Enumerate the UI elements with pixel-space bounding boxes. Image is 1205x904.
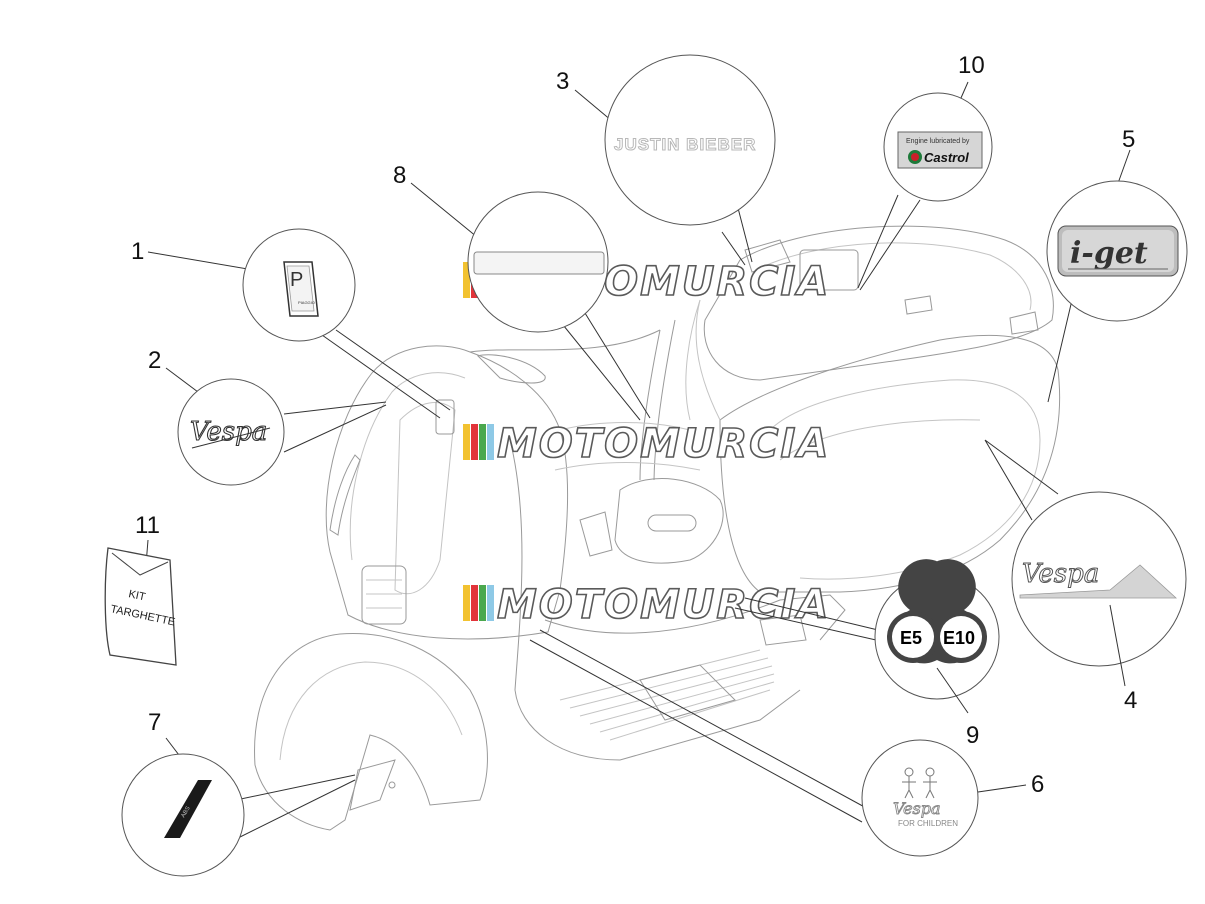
vespa-script-6: Vespa [893, 799, 941, 818]
piaggio-p-icon: P [290, 269, 303, 291]
watermark-text-2: MOTOMURCIA [497, 421, 830, 467]
part-8[interactable]: 8 [393, 162, 651, 421]
part-9[interactable]: E5 E10 9 [734, 559, 1000, 749]
justin-bieber-signature: JUSTIN BIEBER [614, 135, 756, 154]
part-10[interactable]: Engine lubricated by Castrol 10 [857, 52, 993, 291]
iget-badge: i-get [1057, 225, 1179, 277]
callout-4: 4 [1124, 687, 1137, 714]
castrol-engine-text: Engine lubricated by [906, 138, 970, 145]
piaggio-text: PIAGGIO [298, 300, 315, 305]
vespa-script-4: Vespa [1022, 559, 1099, 589]
part-3[interactable]: JUSTIN BIEBER 3 [556, 54, 776, 266]
callout-9: 9 [966, 722, 979, 749]
callout-1: 1 [131, 238, 144, 265]
part-1[interactable]: P PIAGGIO 1 [131, 228, 451, 419]
scooter-drawing [254, 225, 1061, 831]
callout-5: 5 [1122, 126, 1135, 153]
watermark-2: MOTOMURCIA [463, 420, 830, 468]
callout-11: 11 [135, 512, 160, 539]
part-2[interactable]: Vespa 2 [148, 347, 387, 486]
abs-text: ABS [181, 806, 192, 819]
for-children-text: FOR CHILDREN [898, 819, 958, 828]
watermark-text-3: MOTOMURCIA [497, 582, 830, 628]
callout-7: 7 [148, 709, 161, 736]
vespa-side-decal: Vespa [1019, 559, 1178, 599]
piaggio-badge: P PIAGGIO [283, 261, 319, 317]
castrol-label: Engine lubricated by Castrol [897, 131, 983, 169]
part-5[interactable]: i-get 5 [1046, 126, 1188, 403]
part-6[interactable]: Vespa FOR CHILDREN 6 [529, 629, 1044, 857]
part-4[interactable]: Vespa 4 [984, 439, 1187, 714]
callout-3: 3 [556, 68, 569, 95]
callout-6: 6 [1031, 771, 1044, 798]
callout-2: 2 [148, 347, 161, 374]
kit-text: KIT [127, 588, 147, 603]
callout-10: 10 [958, 52, 985, 79]
vespa-for-children-decal: Vespa FOR CHILDREN [893, 767, 958, 828]
part-7[interactable]: ABS 7 [121, 709, 356, 877]
sticker-kit-bag: KIT TARGHETTE [104, 547, 177, 666]
plate-decal [473, 251, 605, 275]
fuel-label: E5 E10 [887, 559, 987, 664]
iget-text: i-get [1070, 236, 1148, 271]
abs-stripe: ABS [164, 780, 212, 838]
fuel-e10: E10 [943, 628, 975, 648]
part-11[interactable]: KIT TARGHETTE 11 [104, 512, 177, 666]
fuel-e5: E5 [900, 628, 922, 648]
callout-8: 8 [393, 162, 406, 189]
castrol-logo-text: Castrol [924, 150, 969, 165]
vespa-badge-2: Vespa [189, 416, 271, 449]
